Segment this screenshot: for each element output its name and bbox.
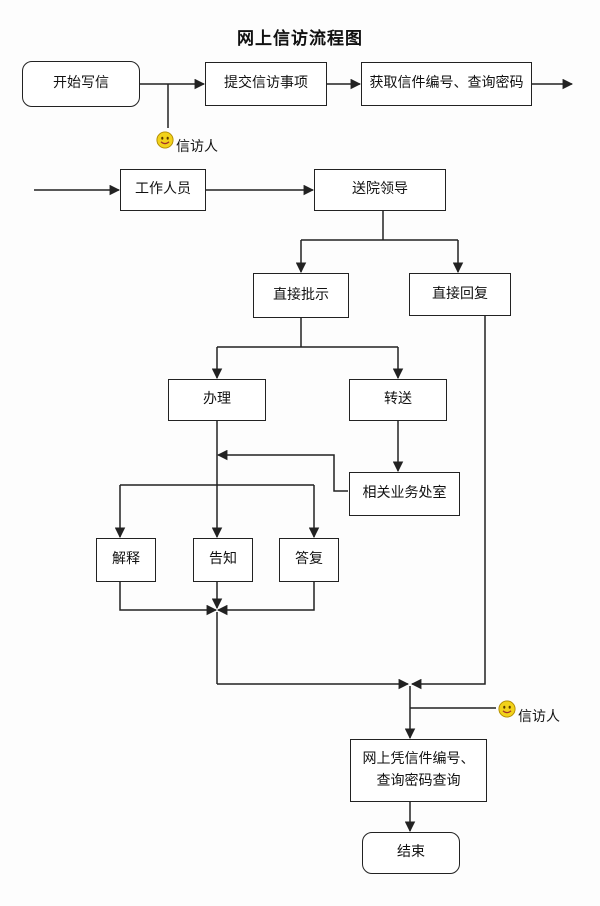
node-staff: 工作人员 — [120, 169, 206, 211]
node-query: 网上凭信件编号、 查询密码查询 — [350, 739, 487, 802]
node-start-label: 开始写信 — [53, 75, 109, 92]
node-get-code: 获取信件编号、查询密码 — [361, 62, 532, 106]
node-answer: 答复 — [279, 538, 339, 582]
node-explain-label: 解释 — [112, 551, 140, 568]
actor-petitioner-bottom: 信访人 — [518, 709, 560, 725]
node-handle-label: 办理 — [203, 391, 231, 408]
node-dept-label: 相关业务处室 — [362, 485, 447, 502]
node-end: 结束 — [362, 832, 460, 874]
node-direct-instruct: 直接批示 — [253, 273, 349, 318]
edge-reply-merge — [410, 316, 486, 690]
node-query-label-line2: 查询密码查询 — [376, 772, 461, 789]
node-submit: 提交信访事项 — [205, 62, 327, 106]
node-staff-label: 工作人员 — [135, 181, 191, 198]
node-forward-label: 转送 — [384, 391, 412, 408]
edge-dept-back — [216, 449, 348, 492]
node-forward: 转送 — [349, 379, 447, 421]
smiley-face-icon — [156, 131, 174, 149]
node-direct-reply: 直接回复 — [409, 273, 511, 316]
edge-explain-merge — [119, 582, 218, 616]
node-start: 开始写信 — [22, 61, 140, 107]
node-direct-reply-label: 直接回复 — [432, 285, 488, 302]
smiley-face-icon — [498, 700, 516, 718]
node-leader: 送院领导 — [314, 169, 446, 211]
node-notify: 告知 — [193, 538, 253, 582]
edge-answer-merge — [216, 582, 315, 616]
node-submit-label: 提交信访事项 — [224, 75, 308, 92]
node-dept: 相关业务处室 — [349, 472, 460, 516]
node-explain: 解释 — [96, 538, 156, 582]
node-notify-label: 告知 — [209, 551, 237, 568]
node-answer-label: 答复 — [295, 551, 323, 568]
node-handle: 办理 — [168, 379, 266, 421]
node-query-label-line1: 网上凭信件编号、 — [362, 750, 475, 767]
node-get-code-label: 获取信件编号、查询密码 — [369, 75, 524, 92]
node-direct-instruct-label: 直接批示 — [273, 286, 329, 303]
actor-petitioner-top: 信访人 — [176, 139, 218, 155]
node-leader-label: 送院领导 — [352, 181, 408, 198]
node-end-label: 结束 — [397, 844, 425, 861]
diagram-title: 网上信访流程图 — [237, 29, 363, 49]
